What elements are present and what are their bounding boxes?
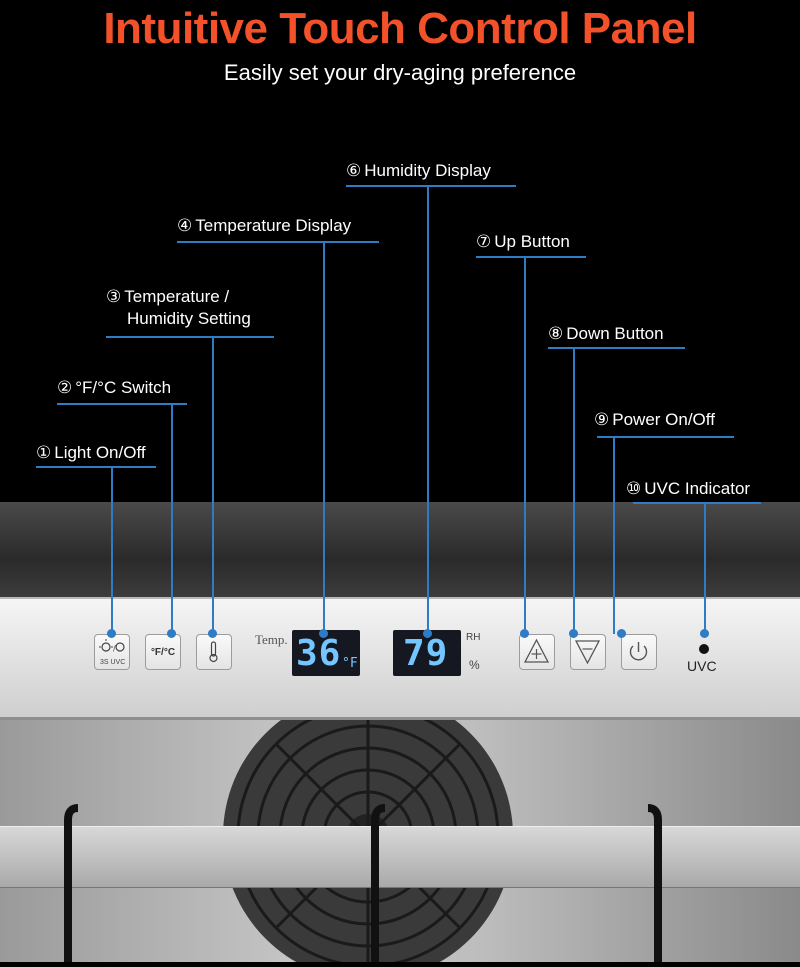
callout-underline-setting xyxy=(106,336,274,338)
callout-dot-light xyxy=(107,629,116,638)
thermometer-icon xyxy=(209,641,218,663)
temperature-display: 36 °F xyxy=(292,630,360,676)
callout-dot-unit xyxy=(167,629,176,638)
callout-line-up xyxy=(524,257,526,634)
callout-number: ④ xyxy=(177,216,193,235)
uvc-label: UVC xyxy=(687,658,717,674)
callout-line-down xyxy=(573,348,575,634)
setting-button[interactable] xyxy=(196,634,232,670)
callout-number: ⑩ xyxy=(626,479,642,498)
shelf-bar xyxy=(0,826,800,888)
callout-dot-uvc xyxy=(700,629,709,638)
callout-number: ③ xyxy=(106,287,122,306)
callout-label: UVC Indicator xyxy=(644,479,751,498)
callout-dot-humidity xyxy=(423,629,432,638)
page-title: Intuitive Touch Control Panel xyxy=(103,4,697,53)
svg-text:/: / xyxy=(113,644,116,653)
callout-dot-down xyxy=(569,629,578,638)
callout-line-setting xyxy=(212,337,214,634)
callout-line-temp xyxy=(323,242,325,634)
callout-number: ⑥ xyxy=(346,161,362,180)
humidity-unit: % xyxy=(469,658,480,672)
humidity-display: 79 xyxy=(393,630,461,676)
callout-label: Light On/Off xyxy=(54,443,146,462)
callout-underline-up xyxy=(476,256,586,258)
down-button[interactable] xyxy=(570,634,606,670)
callout-dot-setting xyxy=(208,629,217,638)
callout-line-uvc xyxy=(704,503,706,633)
callout-underline-down xyxy=(548,347,685,349)
temperature-unit: °F xyxy=(342,656,358,671)
callout-label: Humidity Display xyxy=(364,161,491,180)
up-button[interactable] xyxy=(519,634,555,670)
temp-label: Temp. xyxy=(255,632,288,647)
callout-line-power xyxy=(613,437,615,634)
callout-dot-power xyxy=(617,629,626,638)
callout-underline-power xyxy=(597,436,734,438)
page-subtitle: Easily set your dry-aging preference xyxy=(223,60,577,85)
uvc-indicator-light xyxy=(699,644,709,654)
callout-label: °F/°C Switch xyxy=(75,378,172,397)
callout-label: Down Button xyxy=(566,324,664,343)
callout-dot-temp xyxy=(319,629,328,638)
callout-number: ⑧ xyxy=(548,324,564,343)
rh-label: RH xyxy=(466,632,481,643)
callout-number: ② xyxy=(57,378,73,397)
callout-underline-unit xyxy=(57,403,187,405)
shelf-hooks xyxy=(64,804,662,962)
humidity-value: 79 xyxy=(403,633,449,674)
callout-line-light xyxy=(111,467,113,634)
temperature-value: 36 xyxy=(296,633,342,674)
callout-label: Temperature / xyxy=(124,287,230,306)
callout-unit-switch: ②°F/°C Switch xyxy=(57,377,171,399)
power-icon xyxy=(629,642,648,661)
callout-underline-humidity xyxy=(346,185,516,187)
callout-label: Power On/Off xyxy=(612,410,715,429)
callout-number: ⑦ xyxy=(476,232,492,251)
callout-underline-light xyxy=(36,466,156,468)
control-panel xyxy=(0,597,800,720)
unit-switch-label: °F/°C xyxy=(150,646,176,658)
callout-underline-temp xyxy=(177,241,379,243)
callout-line-humidity xyxy=(427,186,429,634)
callout-label: Temperature Display xyxy=(195,216,352,235)
callout-number: ① xyxy=(36,443,52,462)
light-button-sub-label: 3S UVC xyxy=(100,659,126,666)
callout-label-line2: Humidity Setting xyxy=(127,309,251,328)
callout-dot-up xyxy=(520,629,529,638)
fridge-top-band xyxy=(0,502,800,597)
callout-underline-uvc xyxy=(633,502,761,504)
triangle-up-icon xyxy=(523,638,550,663)
triangle-down-icon xyxy=(574,640,601,665)
callout-number: ⑨ xyxy=(594,410,610,429)
light-bulb-icon: / xyxy=(99,639,125,653)
unit-switch-button[interactable]: °F/°C xyxy=(145,634,181,670)
light-button[interactable]: / 3S UVC xyxy=(94,634,130,670)
power-button[interactable] xyxy=(621,634,657,670)
callout-line-unit xyxy=(171,404,173,634)
callout-label: Up Button xyxy=(494,232,570,251)
